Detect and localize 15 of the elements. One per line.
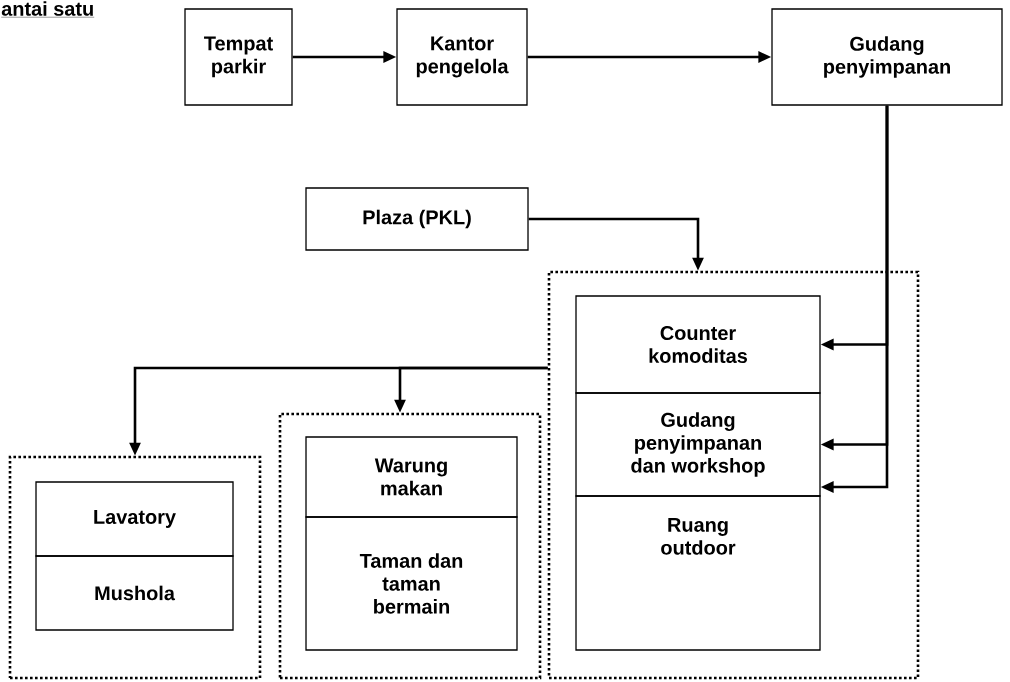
process-box: Kantor pengelola: [396, 8, 528, 106]
group-frame: [547, 270, 920, 680]
process-box: Gudang penyimpanan: [771, 8, 1003, 106]
process-box: Tempat parkir: [184, 8, 293, 106]
group-frame: [278, 412, 542, 680]
process-box: Taman dan taman bermain: [305, 516, 518, 651]
process-box: Mushola: [35, 555, 234, 631]
process-box: Gudang penyimpanan dan workshop: [575, 392, 821, 497]
group-frame: [8, 455, 262, 680]
process-box: Ruang outdoor: [575, 495, 821, 651]
process-box: Counter komoditas: [575, 295, 821, 394]
process-box: Warung makan: [305, 436, 518, 518]
process-box: Lavatory: [35, 481, 234, 557]
heading: antai satu: [1, 1, 95, 18]
process-box: Plaza (PKL): [305, 187, 529, 251]
